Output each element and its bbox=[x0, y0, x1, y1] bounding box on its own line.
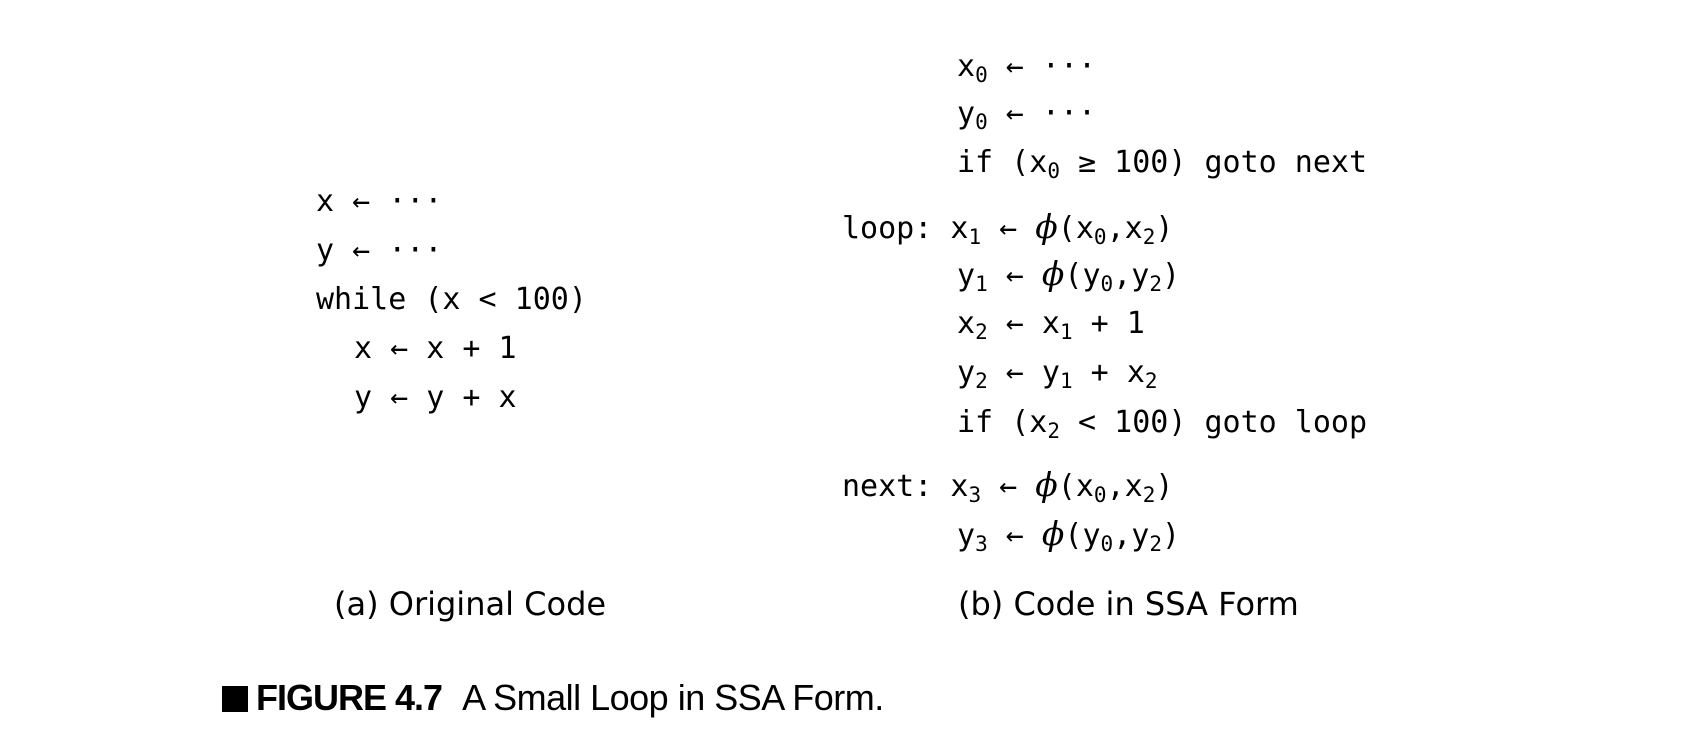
original-line-3: while (x < 100) bbox=[316, 282, 587, 317]
ssa-line-y0: y0 ← ··· bbox=[957, 96, 1097, 134]
ssa-line-y3: y3 ← ϕ(y0,y2) bbox=[957, 514, 1181, 556]
original-line-2: y ← ··· bbox=[316, 233, 443, 268]
ssa-line-y2: y2 ← y1 + x2 bbox=[957, 355, 1158, 393]
original-line-1: x ← ··· bbox=[316, 184, 443, 219]
figure-title: A Small Loop in SSA Form. bbox=[462, 677, 884, 718]
ssa-code-block: x0 ← ··· y0 ← ··· if (x0 ≥ 100) goto nex… bbox=[842, 52, 1367, 682]
figure-caption: FIGURE 4.7 A Small Loop in SSA Form. bbox=[222, 680, 884, 716]
original-code-block: x ← ··· y ← ··· while (x < 100) x ← x + … bbox=[316, 187, 587, 413]
ssa-line-x0: x0 ← ··· bbox=[957, 49, 1097, 87]
figure-label: FIGURE 4.7 bbox=[256, 677, 443, 718]
caption-ssa: (b) Code in SSA Form bbox=[958, 585, 1299, 623]
ssa-line-if-loop: if (x2 < 100) goto loop bbox=[957, 405, 1368, 443]
original-line-4: x ← x + 1 bbox=[354, 331, 517, 366]
original-line-5: y ← y + x bbox=[354, 380, 517, 415]
phi-symbol: ϕ bbox=[1035, 465, 1058, 504]
caption-original: (a) Original Code bbox=[334, 585, 607, 623]
caption-square-icon bbox=[222, 686, 248, 712]
ssa-line-next-x3: next: x3 ← ϕ(x0,x2) bbox=[842, 465, 1174, 507]
phi-symbol: ϕ bbox=[1041, 514, 1065, 553]
phi-symbol: ϕ bbox=[1041, 254, 1065, 293]
phi-symbol: ϕ bbox=[1035, 207, 1058, 246]
ssa-line-if-next: if (x0 ≥ 100) goto next bbox=[957, 145, 1368, 183]
ssa-line-y1: y1 ← ϕ(y0,y2) bbox=[957, 254, 1181, 296]
ssa-line-x2: x2 ← x1 + 1 bbox=[957, 306, 1145, 344]
loop-label: loop: bbox=[842, 211, 933, 246]
next-label: next: bbox=[842, 469, 933, 504]
ssa-line-loop-x1: loop: x1 ← ϕ(x0,x2) bbox=[842, 207, 1174, 249]
